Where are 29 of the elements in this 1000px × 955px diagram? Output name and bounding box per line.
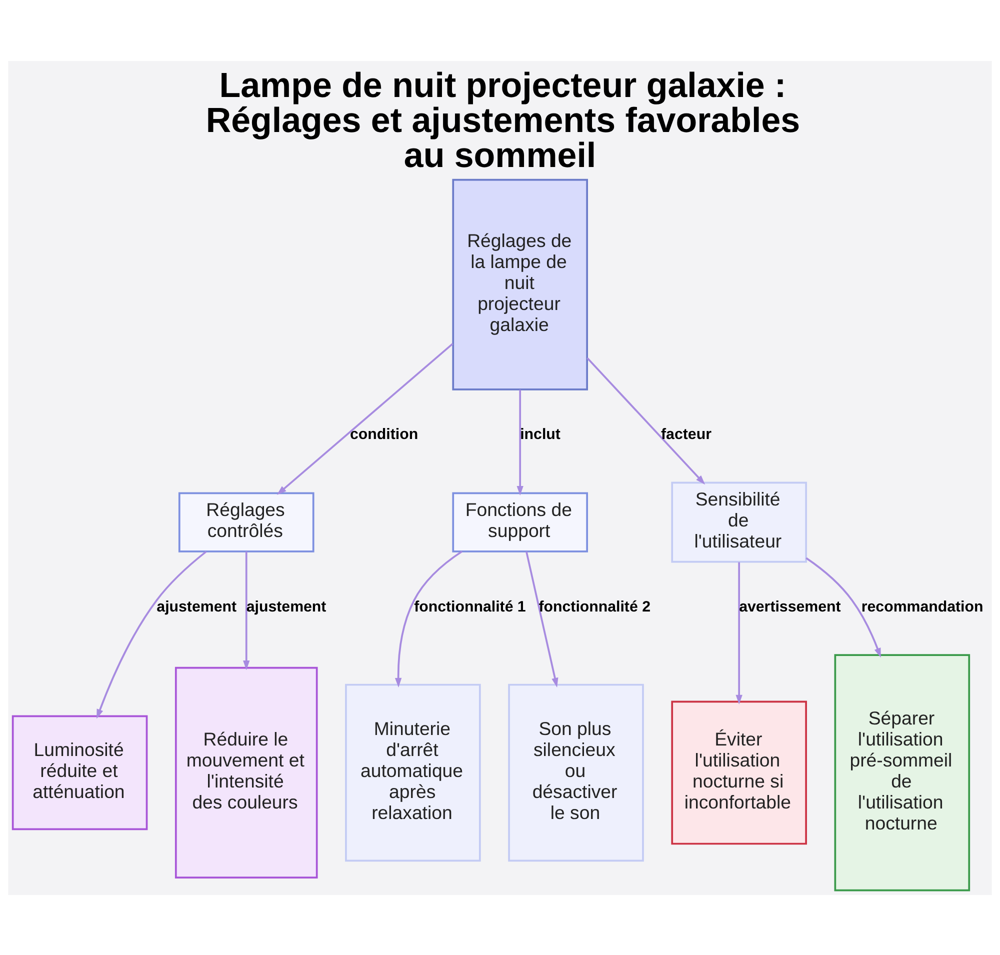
arrow — [516, 389, 524, 496]
edge-label: fonctionnalité 1 — [414, 598, 526, 615]
edge-label: condition — [350, 425, 418, 442]
node-box: Sensibilité de l'utilisateur — [671, 481, 807, 562]
arrow — [806, 556, 881, 658]
arrow — [96, 550, 207, 718]
arrow — [586, 356, 706, 484]
arrow — [243, 550, 250, 670]
node-box: Réduire le mouvement et l'intensité des couleurs — [174, 666, 318, 878]
node-box: Fonctions de support — [452, 492, 588, 552]
edge-label: ajustement — [246, 598, 326, 615]
node-box: Minuterie d'arrêt automatique après relaxation — [345, 683, 481, 862]
edge-label: ajustement — [156, 598, 237, 615]
node-box: Son plus silencieux ou désactiver le son — [508, 683, 644, 862]
edge-label: fonctionnalité 2 — [538, 598, 650, 615]
edge-label: facteur — [661, 425, 712, 442]
arrow — [525, 550, 558, 687]
arrow — [736, 562, 742, 704]
node-box: Éviter l'utilisation nocturne si inconfortable — [671, 700, 807, 844]
edge-label: inclut — [520, 425, 560, 442]
edge-label: avertissement — [739, 598, 841, 615]
arrow — [394, 550, 463, 687]
diagram-title: Lampe de nuit projecteur galaxie : Réglages et ajustements favorables au sommeil — [206, 66, 800, 174]
arrow — [276, 342, 454, 494]
node-box: Réglages contrôlés — [178, 492, 314, 552]
edge-label: recommandation — [861, 598, 984, 615]
node-box: Séparer l'utilisation pré-sommeil de l'utilisation nocturne — [834, 654, 970, 891]
node-box: Réglages de la lampe de nuit projecteur galaxie — [452, 178, 588, 390]
node-box: Luminosité réduite et atténuation — [12, 714, 148, 830]
